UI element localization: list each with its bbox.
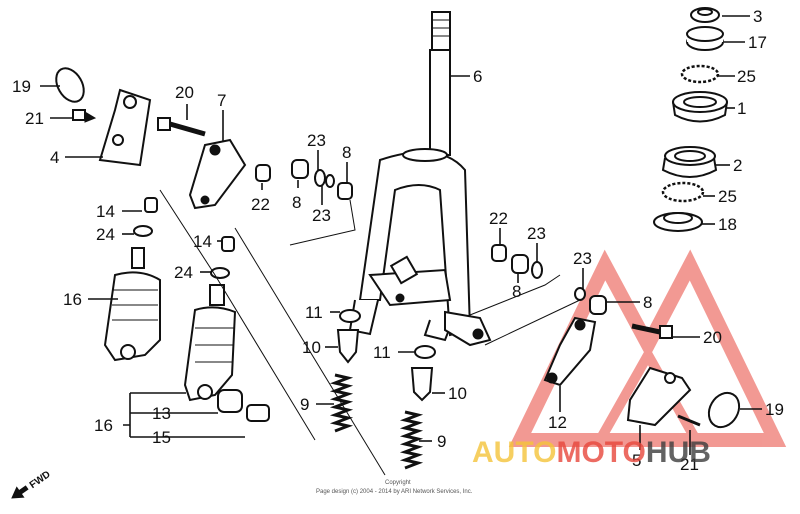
shock-absorbers: [103, 197, 270, 422]
copyright-line: Page design (c) 2004 - 2014 by ARI Netwo…: [316, 489, 473, 495]
part-label: 18: [718, 215, 737, 234]
watermark-logo-text: AUTOMOTOHUB: [472, 436, 711, 469]
part-label: 7: [217, 91, 226, 110]
fwd-label: FWD: [28, 469, 53, 491]
part-label: 25: [737, 67, 756, 86]
part-label: 8: [342, 143, 351, 162]
part-label: 19: [12, 77, 31, 96]
leader-lines: [40, 15, 762, 455]
part-label: 16: [63, 290, 82, 309]
part-label: 23: [527, 224, 546, 243]
part-label: 19: [765, 400, 784, 419]
watermark-text: AUTO: [472, 436, 556, 469]
part-label: 23: [307, 131, 326, 150]
part-label: 24: [174, 263, 193, 282]
part-label: 14: [96, 202, 115, 221]
part-label: 16: [94, 416, 113, 435]
part-label: 6: [473, 67, 482, 86]
part-label: 8: [512, 282, 521, 301]
part-label: 10: [302, 338, 321, 357]
svg-text:AUTOMOTOHUB: AUTOMOTOHUB: [472, 436, 711, 469]
part-label: 24: [96, 225, 115, 244]
part-label: 20: [703, 328, 722, 347]
watermark-text: MOTO: [556, 436, 645, 469]
part-label: 21: [25, 109, 44, 128]
watermark-text: HUB: [646, 436, 711, 469]
fork-steering-stem: [348, 11, 492, 347]
part-label: 22: [251, 195, 270, 214]
part-label: 23: [573, 249, 592, 268]
part-label: 9: [300, 395, 309, 414]
copyright-line: Copyright: [385, 480, 411, 486]
part-label: 4: [50, 148, 59, 167]
part-label: 14: [193, 232, 212, 251]
left-upper-parts: [55, 67, 247, 210]
part-label: 8: [292, 193, 301, 212]
fork-inner-parts: [329, 309, 436, 470]
part-label: 5: [632, 451, 641, 470]
part-label: 10: [448, 384, 467, 403]
part-label: 1: [737, 99, 746, 118]
head-bearing-stack: [653, 7, 728, 232]
part-label: 3: [753, 7, 762, 26]
part-label: 20: [175, 83, 194, 102]
part-label: 9: [437, 432, 446, 451]
assembly-guide-lines: [159, 189, 581, 476]
part-number-labels: 3 17 25 1 2 25 18 6 19 21 4 20 7 23 8 22…: [12, 7, 784, 474]
part-label: 11: [305, 303, 323, 322]
part-label: 23: [312, 206, 331, 225]
part-label: 13: [152, 404, 171, 423]
part-label: 2: [733, 156, 742, 175]
right-lower-parts: [543, 316, 741, 429]
part-label: 21: [680, 455, 699, 474]
part-label: 22: [489, 209, 508, 228]
part-label: 17: [748, 33, 767, 52]
part-label: 8: [643, 293, 652, 312]
part-label: 11: [373, 343, 391, 362]
part-label: 25: [718, 187, 737, 206]
fwd-arrow-icon: FWD: [11, 469, 53, 499]
part-label: 12: [548, 413, 567, 432]
part-label: 15: [152, 428, 171, 447]
